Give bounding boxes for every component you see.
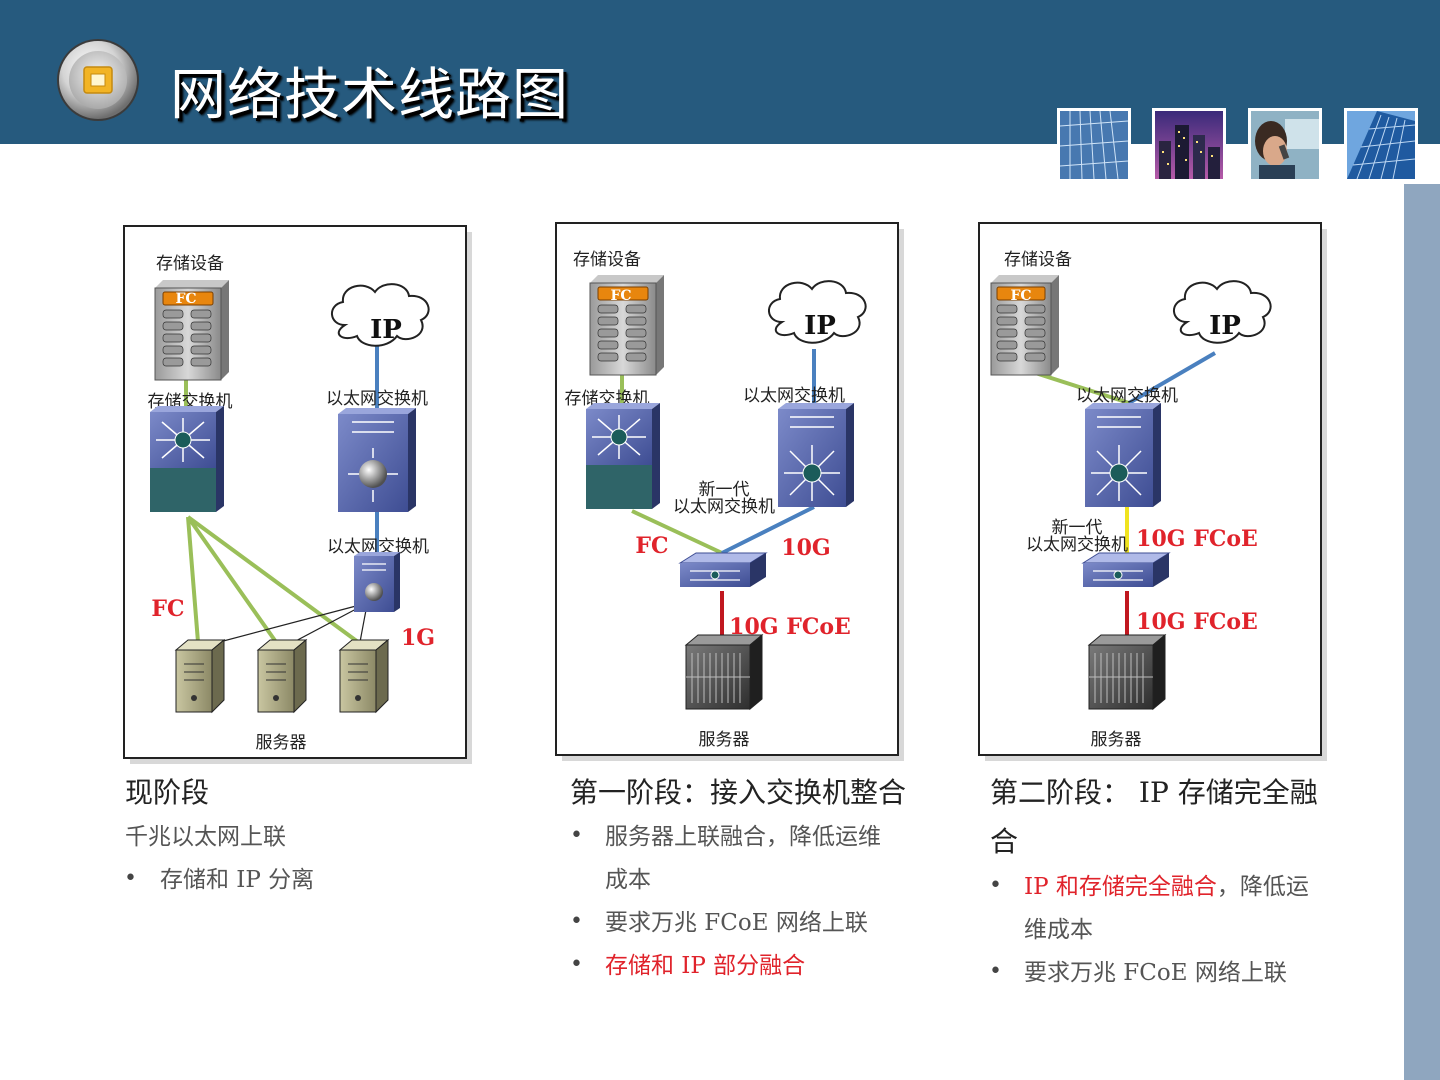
stage-current-title: 现阶段 [125,776,210,809]
access-switch-label: 以太网交换机 [327,537,429,557]
ethernet-switch-label: 以太网交换机 [326,389,428,409]
fc-tag: FC [175,291,196,307]
stage-current-subtitle: 千兆以太网上联 [125,824,286,850]
ethernet-switch-label: 以太网交换机 [743,386,845,406]
blade-server-icon [684,633,764,711]
stage-one-bullet-1: 服务器上联融合，降低运维 [605,824,881,850]
server-icon [338,638,390,714]
fc-tag: FC [1010,288,1031,304]
stage-one-bullet-1-cont: 成本 [605,867,651,893]
storage-switch-icon [586,403,660,509]
fcoe-down-label: 10G FCoE [1136,609,1258,635]
fcoe-up-label: 10G FCoE [1136,526,1258,552]
servers-label: 服务器 [699,730,750,750]
storage-label: 存储设备 [573,250,641,270]
stage-two-title: 第二阶段： IP 存储完全融 [990,776,1318,809]
ip-cloud-icon [331,283,430,347]
storage-array-icon [154,280,229,381]
blade-server-icon [1087,633,1167,711]
stage-two-bullet-1-cont: 维成本 [1024,917,1093,943]
stage-two-title-cont: 合 [990,825,1019,858]
ip-label: IP [1209,311,1241,341]
building-glass-thumbnail [1057,108,1131,182]
ethernet-link [1127,351,1217,405]
ip-label: IP [370,315,402,345]
side-bar [1404,184,1440,1080]
bullet-dot: • [124,866,137,891]
stage-one-bullet-3: 存储和 IP 部分融合 [605,953,806,979]
new-gen-label: 新一代 [699,480,750,500]
diagram-stage-one: FC 存储设备 IP 存储交换机 以太网交换机 新一代 以太网交换机 FC 10… [555,222,904,761]
access-switch-icon [1081,552,1171,587]
fc-link-label: FC [151,596,184,622]
storage-label: 存储设备 [156,254,224,274]
diagram-current-stage: FC 存储设备 IP 存储交换机 以太网交换机 以太网交换机 [123,225,472,764]
stage-two-bullet-2: 要求万兆 FCoE 网络上联 [1024,960,1287,986]
ip-cloud-icon [1173,280,1272,344]
stage-two-bullet-1: IP 和存储完全融合，降低运 [1024,866,1309,909]
stage-two-bullet-1-highlight: IP 和存储完全融合 [1024,874,1217,900]
ethernet-switch-label: 以太网交换机 [1076,386,1178,406]
page-title: 网络技术线路图 [170,63,569,128]
gigabit-links [211,605,367,645]
bullet-dot: • [989,959,1002,984]
bullet-dot: • [570,952,583,977]
storage-array-icon [589,275,664,376]
new-gen-switch-label: 以太网交换机 [1026,535,1128,555]
speed-label: 10G [781,535,830,561]
stage-one-bullet-2: 要求万兆 FCoE 网络上联 [605,910,868,936]
bullet-dot: • [570,823,583,848]
stage-current-bullet: 存储和 IP 分离 [160,867,315,893]
skyscraper-thumbnail [1344,108,1418,182]
fc-link-label: FC [635,533,668,559]
new-gen-switch-label: 以太网交换机 [673,497,775,517]
ip-label: IP [804,311,836,341]
servers-label: 服务器 [1091,730,1142,750]
ethernet-core-switch-icon [1085,403,1161,507]
stage-one-title: 第一阶段：接入交换机整合 [570,776,907,809]
access-switch-icon [354,552,400,612]
stage-two-bullet-1-rest: ，降低运 [1216,874,1309,900]
storage-label: 存储设备 [1004,250,1072,270]
bullet-dot: • [570,909,583,934]
ethernet-links [721,349,816,555]
access-switch-icon [678,552,768,587]
city-night-thumbnail [1152,108,1226,182]
phone-call-thumbnail [1248,108,1322,182]
server-icon [256,638,308,714]
diagram-stage-two: FC 存储设备 IP 以太网交换机 新一代 以太网交换机 10G FCoE 10… [978,222,1327,761]
fc-tag: FC [610,288,631,304]
ethernet-core-switch-icon [338,408,416,512]
square-button-icon [56,38,140,122]
speed-label: 1G [401,625,435,651]
storage-switch-icon [150,406,224,512]
new-gen-label: 新一代 [1052,518,1103,538]
ip-cloud-icon [768,280,867,344]
bullet-dot: • [989,873,1002,898]
storage-array-icon [990,275,1059,376]
server-icon [174,638,226,714]
ethernet-core-switch-icon [778,403,854,507]
servers-label: 服务器 [256,733,307,753]
